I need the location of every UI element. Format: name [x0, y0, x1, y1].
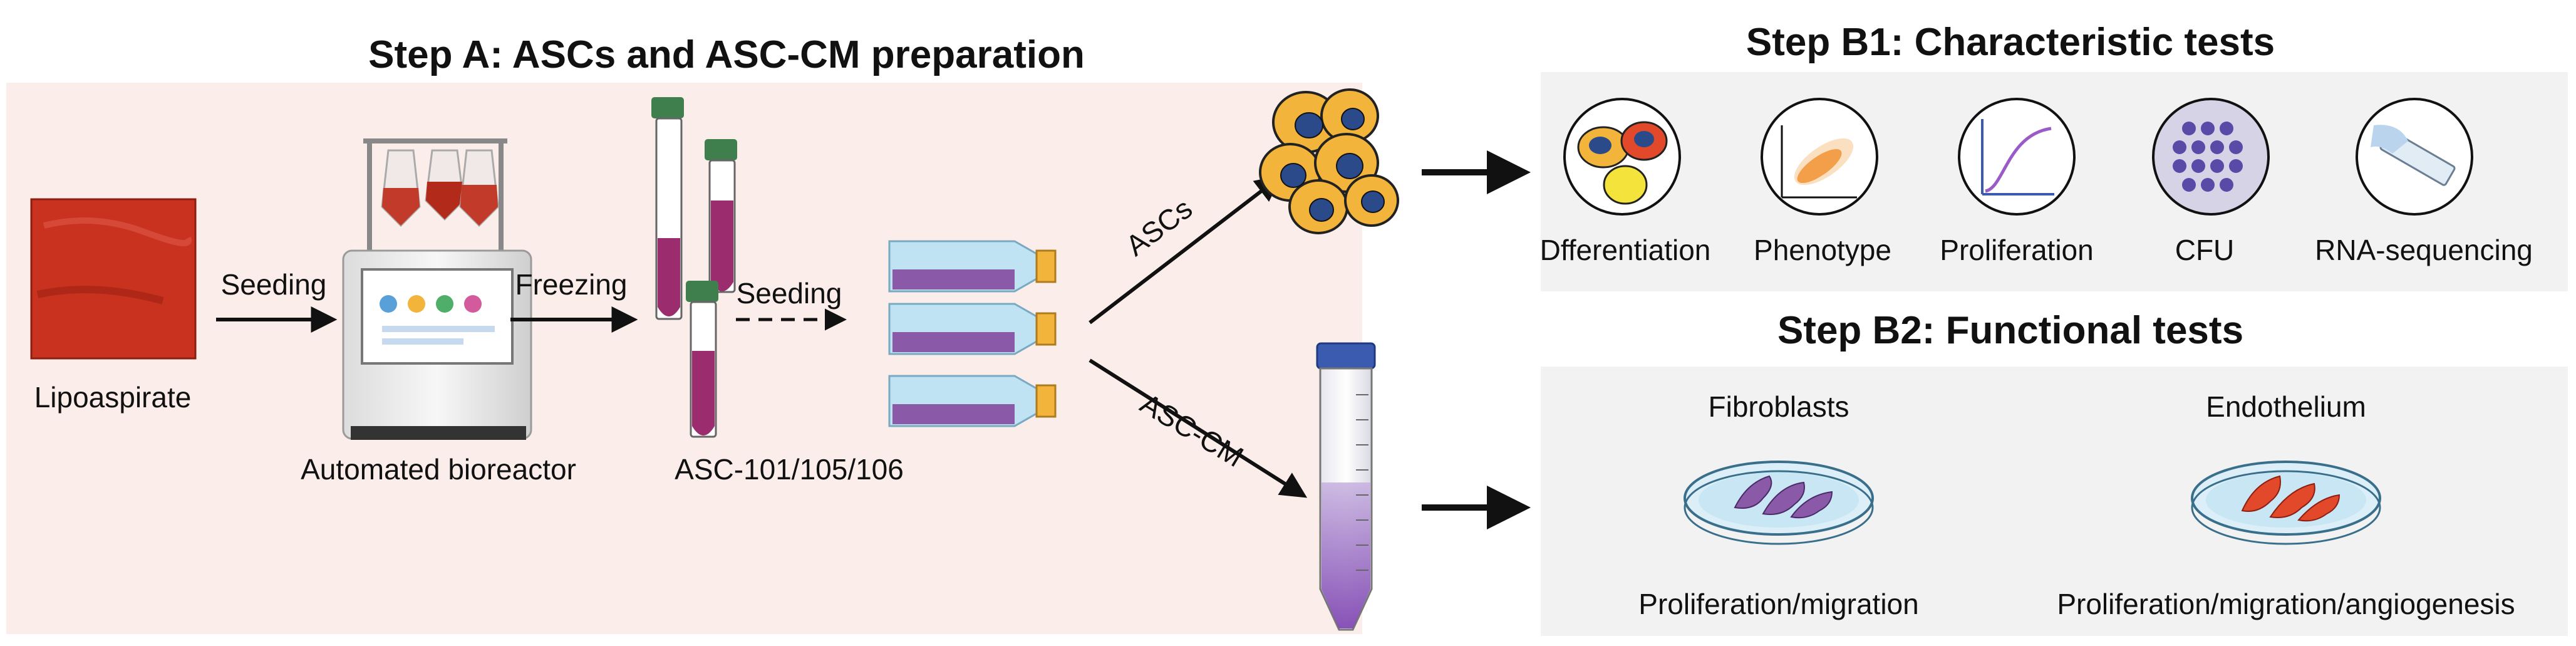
seeding-label-2: Seeding — [737, 277, 842, 310]
cell-lines-label: ASC-101/105/106 — [675, 453, 904, 486]
lipoaspirate-label: Lipoaspirate — [34, 381, 192, 414]
culture-flask-1 — [888, 240, 1057, 293]
asc-cells-image — [1259, 88, 1399, 234]
b1-label-differentiation: Dfferentiation — [1540, 234, 1711, 266]
cryo-tube-2 — [705, 139, 737, 293]
asc-cm-arrow — [1089, 358, 1308, 498]
freezing-label: Freezing — [515, 268, 628, 301]
bioreactor-image — [342, 138, 532, 440]
lipoaspirate-image — [30, 198, 197, 360]
b2-endothelium-label: Endothelium — [2206, 390, 2366, 423]
b2-endothelium-assay-label: Proliferation/migration/angiogenesis — [2057, 588, 2515, 620]
seeding-label-1: Seeding — [221, 268, 327, 301]
b1-label-proliferation: Proliferation — [1940, 234, 2093, 266]
culture-flask-3 — [888, 375, 1057, 427]
step-b2-title: Step B2: Functional tests — [1777, 309, 2243, 352]
bioreactor-label: Automated bioreactor — [301, 453, 576, 486]
cryo-tube-1 — [651, 97, 684, 320]
cryo-tube-3 — [686, 281, 718, 438]
step-b1-title: Step B1: Characteristic tests — [1746, 21, 2275, 64]
step-a-title: Step A: ASCs and ASC-CM preparation — [368, 33, 1085, 76]
b1-label-rna-sequencing: RNA-sequencing — [2315, 234, 2533, 266]
fibroblast-dish-image — [1684, 461, 1874, 545]
b2-fibroblasts-label: Fibroblasts — [1709, 390, 1849, 423]
ascs-arrow — [1089, 175, 1282, 325]
b2-fibroblasts-assay-label: Proliferation/migration — [1638, 588, 1918, 620]
cfu-icon — [2152, 98, 2270, 216]
differentiation-icon — [1563, 98, 1681, 216]
proliferation-icon — [1958, 98, 2076, 216]
phenotype-icon — [1761, 98, 1878, 216]
step-a-panel — [6, 83, 1362, 634]
asc-cm-tube-image — [1316, 342, 1376, 631]
b1-label-phenotype: Phenotype — [1754, 234, 1891, 266]
endothelium-dish-image — [2191, 461, 2381, 545]
culture-flask-2 — [888, 303, 1057, 355]
rna-sequencing-icon — [2356, 98, 2473, 216]
b1-label-cfu: CFU — [2175, 234, 2235, 266]
